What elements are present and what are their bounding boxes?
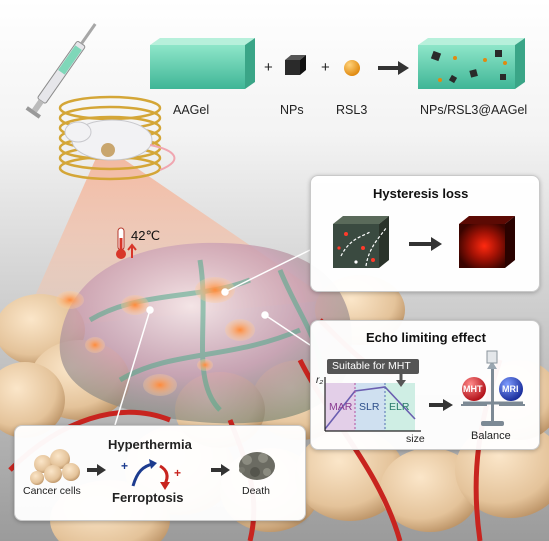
aagel-label: AAGel [173, 103, 210, 117]
temperature-label: 42℃ [131, 228, 161, 243]
mouse [64, 119, 176, 171]
aagel-block [150, 38, 255, 89]
rsl3-ball [344, 60, 360, 76]
plus-ferroptosis: + [174, 466, 182, 480]
ferroptosis-label: Ferroptosis [112, 490, 184, 505]
echo-panel: Echo limiting effect Suitable for [310, 320, 540, 450]
echo-graphic [324, 350, 525, 432]
therapy-graphic [30, 449, 275, 490]
y-axis-label: r₂ [316, 375, 324, 386]
nps-cube [285, 55, 306, 75]
rsl3-label: RSL3 [336, 103, 368, 117]
cancer-label: Cancer cells [23, 485, 81, 497]
heated-cube [459, 216, 515, 268]
hysteresis-panel: Hysteresis loss [310, 175, 540, 292]
product-label: NPs/RSL3@AAGel [420, 103, 528, 117]
dead-cell-icon [239, 452, 275, 480]
hot-spots [56, 277, 255, 396]
hysteresis-title: Hysteresis loss [373, 186, 469, 201]
x-axis-label: size [406, 433, 425, 445]
mri-ball-label: MRI [502, 384, 519, 394]
death-label: Death [242, 485, 271, 497]
balance-label: Balance [471, 430, 511, 442]
plus-sign: + [264, 59, 273, 76]
echo-title: Echo limiting effect [366, 330, 486, 345]
thermometer-icon [116, 227, 126, 259]
suitable-label: Suitable for MHT [332, 360, 411, 372]
balance-scale-icon [461, 350, 525, 426]
hysteresis-graphic [333, 216, 515, 268]
region-mar: MAR [329, 401, 353, 413]
product-gel-block [418, 38, 525, 89]
mht-ball-label: MHT [463, 384, 483, 394]
plus-sign: + [321, 59, 330, 76]
region-elr: ELR [389, 401, 410, 413]
hyperthermia-label: Hyperthermia [108, 437, 192, 452]
syringe [25, 23, 97, 119]
plus-hyperthermia: + [121, 459, 129, 473]
therapy-panel: Cancer cells Hyperthermia + + Ferroptosi… [14, 425, 306, 521]
magnetic-cube [333, 216, 389, 268]
nps-label: NPs [280, 103, 304, 117]
connector-lines [114, 249, 311, 426]
up-arrow-icon [127, 243, 137, 258]
region-slr: SLR [359, 401, 380, 413]
cancer-cells-icon [30, 449, 80, 485]
tumor-dome [59, 242, 352, 424]
